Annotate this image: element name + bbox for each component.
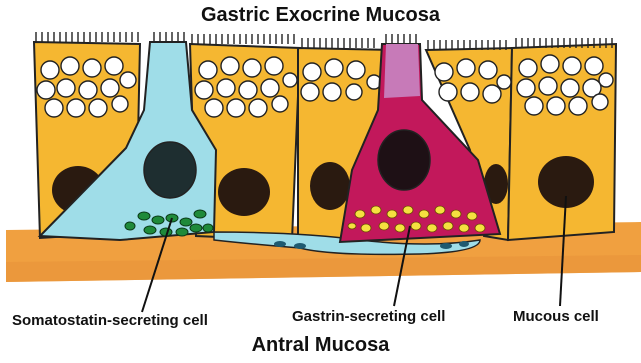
- diagram-subtitle: Antral Mucosa: [0, 334, 641, 357]
- somatostatin-nucleus: [144, 142, 196, 198]
- gastrin-cell-microvilli: [386, 34, 416, 44]
- diagram-title: Gastric Exocrine Mucosa: [0, 4, 641, 27]
- somatostatin-cell-microvilli: [154, 32, 184, 42]
- label-somatostatin-cell: Somatostatin-secreting cell: [12, 312, 208, 329]
- gastrin-nucleus: [378, 130, 430, 190]
- label-mucous-cell: Mucous cell: [513, 308, 599, 325]
- label-gastrin-cell: Gastrin-secreting cell: [292, 308, 445, 325]
